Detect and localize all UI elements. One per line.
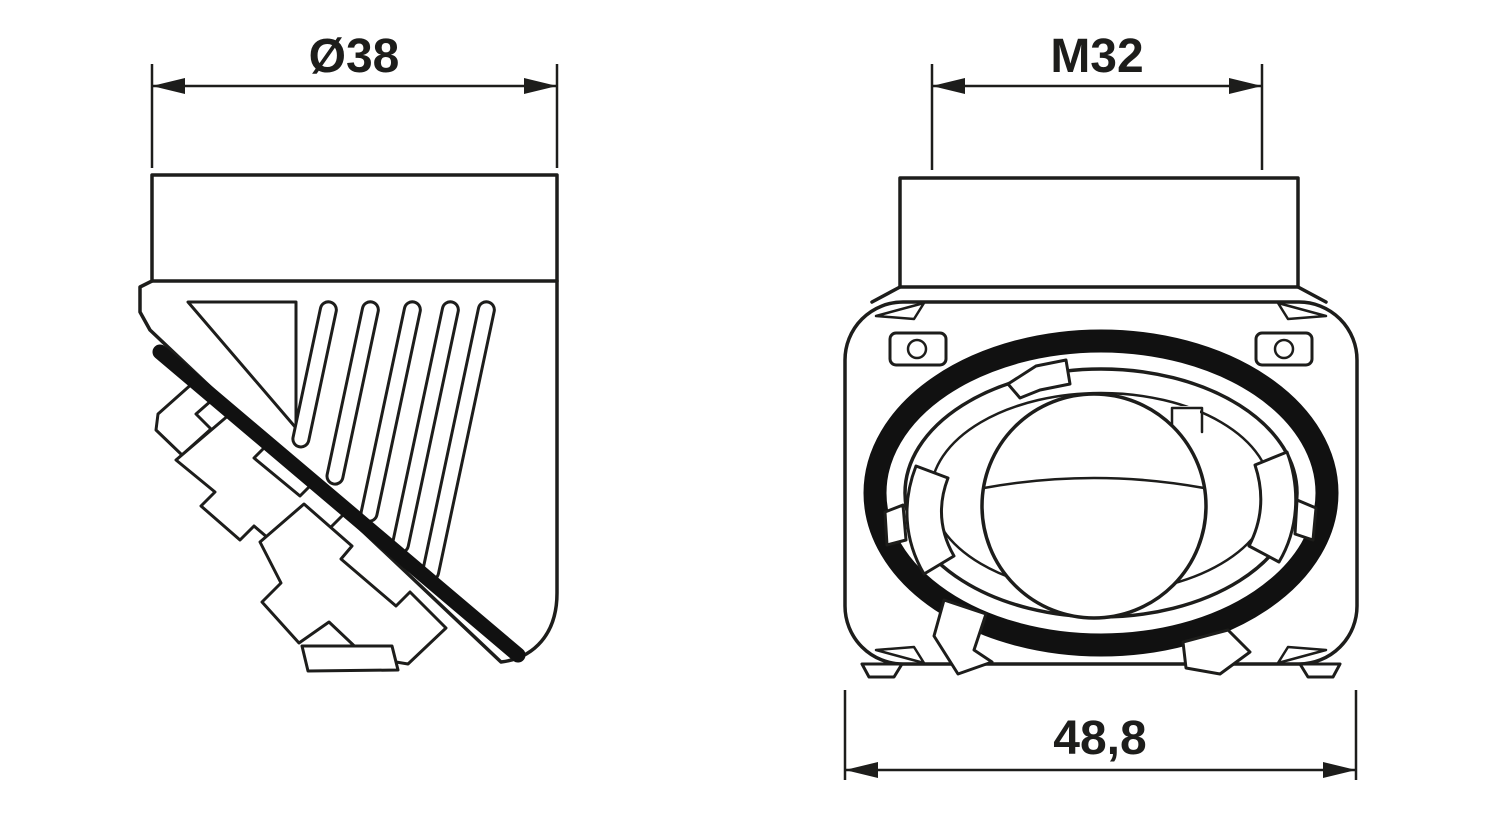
arrowhead-left-icon [932,78,965,94]
arrowhead-right-icon [524,78,557,94]
arrowhead-left-icon [845,762,878,778]
body-shoulder-line [870,285,902,304]
vent-slot [291,300,338,449]
dimension-label-thread: M32 [1050,30,1143,83]
clip-finger-top [1006,358,1072,400]
clip-finger-right-small [1293,498,1318,542]
seal-o-ring [863,329,1339,657]
bore-circle [980,392,1208,620]
mounting-lug [888,331,948,367]
side-view: Ø38 [138,30,559,673]
vent-slot [325,300,380,486]
thread-body [898,176,1300,289]
dimension-width: 48,8 [843,690,1358,780]
flange-foot [860,662,904,679]
dimension-label-diameter: Ø38 [309,30,400,83]
arrowhead-left-icon [152,78,185,94]
mounting-lug [1254,331,1314,367]
vent-slot-triangle [186,300,298,430]
lug-hole [906,338,928,360]
dimension-diameter: Ø38 [150,30,559,168]
lug-hole [1273,338,1295,360]
clip-finger-left [905,464,956,576]
corner-chamfer [1276,645,1328,665]
bore-chord [982,476,1206,490]
arrowhead-right-icon [1323,762,1356,778]
clip-tab-bottom-right [1181,628,1252,676]
dimension-thread: M32 [930,30,1264,170]
clip-foot [300,644,400,673]
body-shoulder-line [1296,285,1328,304]
clip-keyway-mask [1174,406,1200,432]
flange-foot [1298,662,1342,679]
clip-keyway [1170,406,1204,434]
clip-finger-left-small [883,503,908,547]
seal-ring-side [152,344,526,663]
corner-chamfer [874,645,926,665]
front-view: M32 [843,30,1359,780]
corner-chamfer [1276,301,1328,321]
arrowhead-right-icon [1229,78,1262,94]
clip-latch [258,502,448,666]
corner-chamfer [874,301,926,321]
clip-finger-right [1247,450,1298,564]
dimension-label-width: 48,8 [1053,712,1146,765]
clip-tab-bottom-left [932,598,994,676]
